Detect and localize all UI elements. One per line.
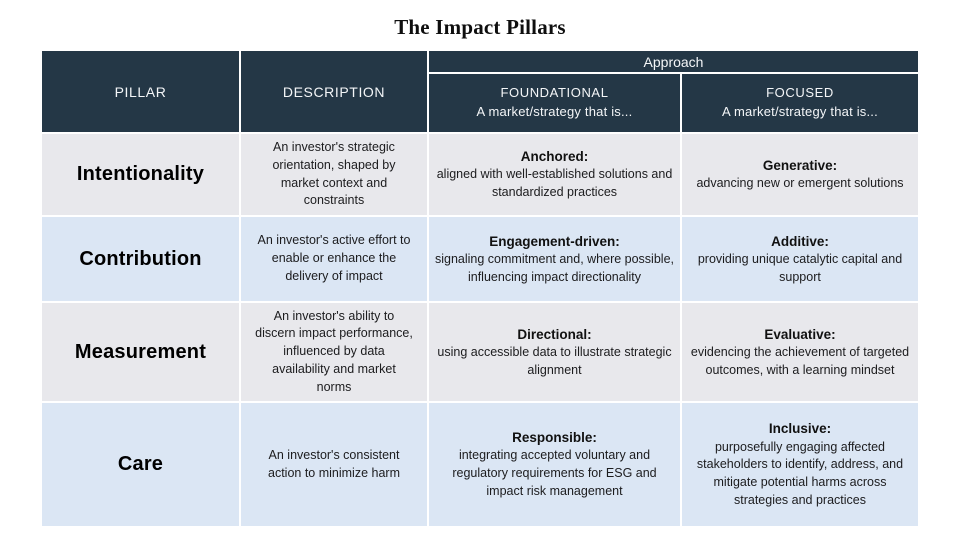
- foundational-text: aligned with well-established solutions …: [436, 167, 673, 200]
- foundational-term: Anchored:: [520, 149, 589, 165]
- focused-text: providing unique catalytic capital and s…: [697, 251, 903, 284]
- pillar-description: An investor's consistent action to minim…: [239, 401, 429, 528]
- table-row-measurement: Measurement An investor's ability to dis…: [40, 301, 920, 403]
- pillar-header-label: PILLAR: [114, 83, 167, 100]
- column-header-pillar: PILLAR: [40, 49, 241, 134]
- foundational-header-label: FOUNDATIONAL: [500, 85, 609, 101]
- focused-cell: Evaluative: evidencing the achievement o…: [680, 301, 920, 403]
- foundational-term: Directional:: [517, 326, 592, 342]
- approach-header: Approach: [427, 49, 920, 74]
- focused-term: Inclusive:: [768, 421, 832, 437]
- focused-header-label: FOCUSED: [766, 85, 834, 101]
- focused-text: evidencing the achievement of targeted o…: [690, 344, 910, 377]
- foundational-text: using accessible data to illustrate stra…: [437, 344, 672, 377]
- foundational-cell: Engagement-driven: signaling commitment …: [427, 215, 682, 303]
- foundational-term: Engagement-driven:: [489, 233, 620, 249]
- table-body: Intentionality An investor's strategic o…: [40, 132, 920, 528]
- description-header-label: DESCRIPTION: [282, 83, 386, 100]
- focused-term: Additive:: [771, 233, 829, 249]
- pillar-name: Contribution: [40, 215, 241, 303]
- table-row-contribution: Contribution An investor's active effort…: [40, 215, 920, 303]
- column-header-description: DESCRIPTION: [239, 49, 429, 134]
- focused-header-subtitle: A market/strategy that is...: [722, 104, 878, 119]
- column-header-foundational: FOUNDATIONAL A market/strategy that is..…: [427, 72, 682, 134]
- pillar-name: Care: [40, 401, 241, 528]
- focused-text: purposefully engaging affected stakehold…: [696, 439, 904, 507]
- foundational-header-subtitle: A market/strategy that is...: [476, 104, 633, 119]
- table-header: PILLAR DESCRIPTION Approach FOUNDATIONAL…: [40, 49, 920, 134]
- impact-pillars-table: PILLAR DESCRIPTION Approach FOUNDATIONAL…: [40, 49, 920, 528]
- foundational-text: integrating accepted voluntary and regul…: [452, 448, 657, 498]
- pillar-name: Intentionality: [40, 132, 241, 217]
- approach-header-row: PILLAR DESCRIPTION Approach: [40, 49, 920, 134]
- foundational-cell: Directional: using accessible data to il…: [427, 301, 682, 403]
- table-row-care: Care An investor's consistent action to …: [40, 401, 920, 528]
- page-title: The Impact Pillars: [394, 15, 566, 39]
- focused-text: advancing new or emergent solutions: [696, 176, 904, 191]
- foundational-cell: Anchored: aligned with well-established …: [427, 132, 682, 217]
- foundational-text: signaling commitment and, where possible…: [434, 251, 674, 284]
- focused-cell: Generative: advancing new or emergent so…: [680, 132, 920, 217]
- foundational-cell: Responsible: integrating accepted volunt…: [427, 401, 682, 528]
- focused-cell: Inclusive: purposefully engaging affecte…: [680, 401, 920, 528]
- focused-term: Generative:: [762, 158, 838, 174]
- column-header-focused: FOCUSED A market/strategy that is...: [680, 72, 920, 134]
- pillar-name: Measurement: [40, 301, 241, 403]
- approach-subheader-row: FOUNDATIONAL A market/strategy that is..…: [41, 72, 920, 134]
- pillar-description: An investor's strategic orientation, sha…: [239, 132, 429, 217]
- focused-term: Evaluative:: [764, 326, 836, 342]
- pillar-description: An investor's ability to discern impact …: [239, 301, 429, 403]
- table-row-intentionality: Intentionality An investor's strategic o…: [40, 132, 920, 217]
- pillar-description: An investor's active effort to enable or…: [239, 215, 429, 303]
- focused-cell: Additive: providing unique catalytic cap…: [680, 215, 920, 303]
- foundational-term: Responsible:: [512, 430, 597, 446]
